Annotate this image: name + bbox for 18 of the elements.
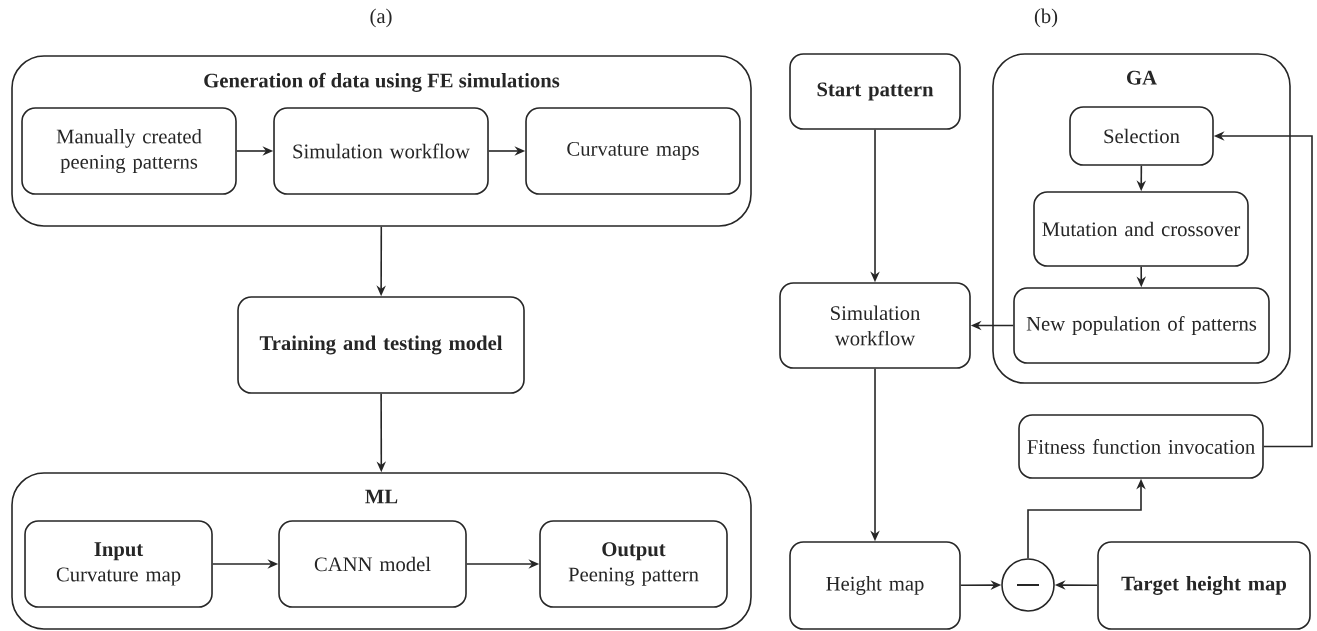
process-box: Start pattern [789, 53, 961, 130]
process-box: CANN model [278, 520, 467, 608]
process-box: Fitness function invocation [1018, 414, 1264, 479]
process-box: Selection [1069, 106, 1214, 166]
process-box: Input Curvature map [24, 520, 213, 608]
process-box: Target height map [1097, 541, 1311, 630]
minus-circle [1001, 558, 1055, 612]
process-box: Simulation workflow [779, 282, 971, 369]
process-box: Manually created peening patterns [21, 107, 237, 195]
process-box: Curvature maps [525, 107, 741, 195]
process-box: Height map [789, 541, 961, 630]
panel-label: (b) [1034, 8, 1058, 28]
process-box: Simulation workflow [273, 107, 489, 195]
process-box: Training and testing model [237, 296, 525, 394]
process-box: Output Peening pattern [539, 520, 728, 608]
process-box: Mutation and crossover [1033, 191, 1249, 267]
panel-label: (a) [370, 8, 392, 28]
process-box: New population of patterns [1013, 287, 1270, 364]
